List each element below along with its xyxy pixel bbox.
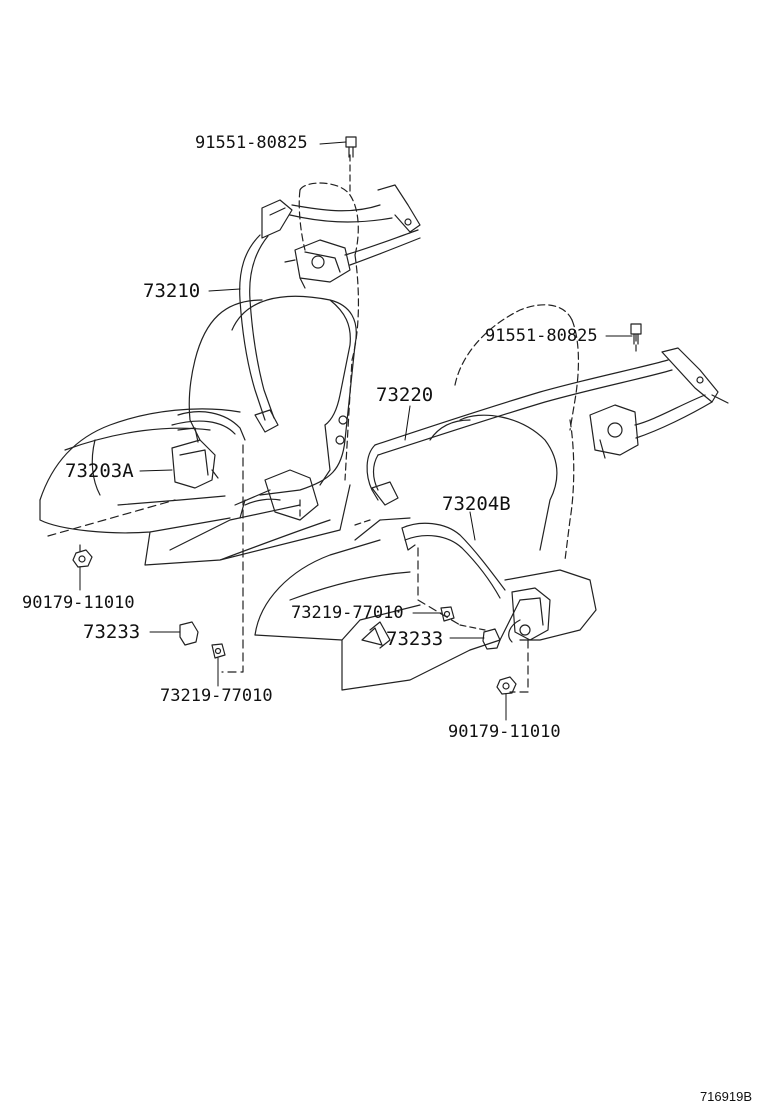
- callout-cover-right: 73233: [386, 628, 444, 650]
- callout-buckle-right: 73204B: [442, 493, 511, 515]
- right-seat-outline: [254, 304, 597, 691]
- right-small-parts: [361, 323, 642, 695]
- right-belt-assembly: [354, 334, 729, 693]
- callout-bolt-left: 91551-80825: [195, 133, 308, 153]
- left-small-parts: [72, 136, 357, 659]
- callout-clip-left: 73219-77010: [160, 686, 273, 706]
- callout-belt-left: 73210: [143, 280, 201, 302]
- figure-id: 716919B: [699, 1089, 752, 1104]
- callout-cover-left: 73233: [83, 621, 141, 643]
- callout-buckle-left: 73203A: [65, 460, 134, 482]
- left-seat-outline: [39, 182, 360, 566]
- left-belt-assembly: [47, 154, 421, 673]
- callout-nut-left: 90179-11010: [22, 593, 135, 613]
- callout-belt-right: 73220: [376, 384, 434, 406]
- callout-bolt-right: 91551-80825: [485, 326, 598, 346]
- leader-lines: [79, 141, 633, 721]
- callout-clip-right: 73219-77010: [291, 603, 404, 623]
- callout-nut-right: 90179-11010: [448, 722, 561, 742]
